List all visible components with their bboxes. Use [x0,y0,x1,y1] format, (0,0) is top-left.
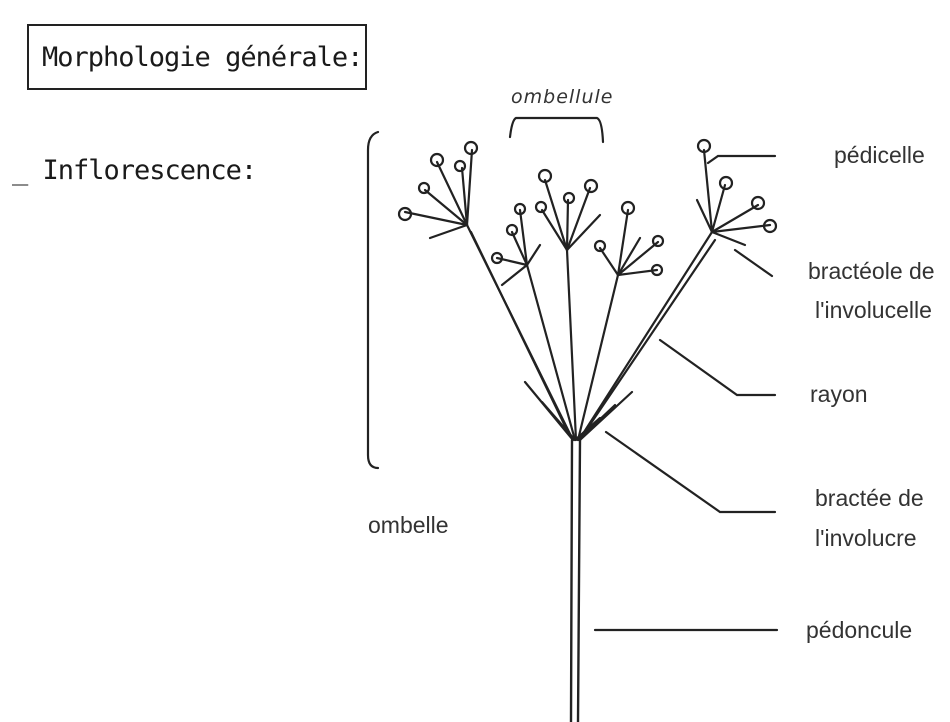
label-bractee-line1: bractée de [815,484,924,512]
label-ombellule: ombellule [511,86,613,108]
umbellet-2 [492,204,540,285]
label-pedicelle: pédicelle [834,141,925,169]
umbellet-3 [536,170,600,250]
ray-5b [585,240,715,432]
label-pedoncule: pédoncule [806,616,912,644]
ray-3 [567,250,576,440]
ray-1b [471,232,567,430]
label-ombelle: ombelle [368,511,449,539]
leader-bracteole [735,250,772,276]
leader-pedicelle [708,156,775,163]
ombelle-bracket [368,132,378,468]
involucre-bract [525,382,632,440]
leader-rayon [660,340,775,395]
peduncle-stem-right [578,440,580,722]
label-bracteole-line1: bractéole de [808,257,935,285]
ray-4 [578,275,618,440]
peduncle-stem-left [571,440,572,722]
umbellet-1 [399,142,477,238]
label-rayon: rayon [810,380,868,408]
ombellule-bracket [510,118,603,142]
ray-5 [579,232,712,440]
label-bracteole-line2: l'involucelle [815,296,932,324]
leader-bractee [606,432,775,512]
umbellet-4 [595,202,663,275]
label-bractee-line2: l'involucre [815,524,917,552]
